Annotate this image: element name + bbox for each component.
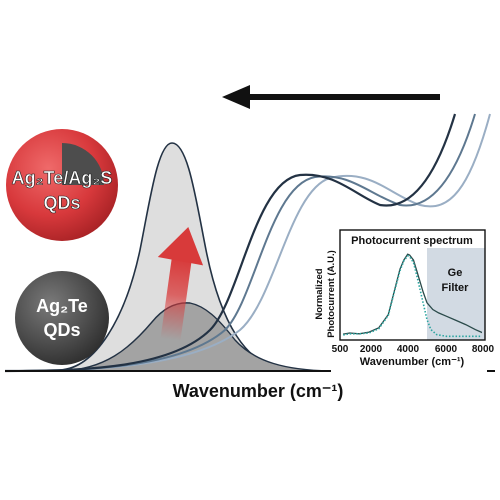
growth-arrow <box>157 226 204 342</box>
inset-title: Photocurrent spectrum <box>351 235 473 247</box>
core-label-line1: Ag₂Te <box>36 296 88 316</box>
core-shell-label-line1: Ag₂Te/Ag₂S <box>12 168 113 188</box>
inset-series-group <box>343 253 482 338</box>
inset-x-label: Wavenumber (cm⁻¹) <box>360 356 465 368</box>
inset-series-unfiltered <box>343 253 482 335</box>
small-absorption-peak <box>59 302 331 372</box>
inset-xtick-label: 4000 <box>397 344 420 355</box>
direction-arrow <box>222 85 440 109</box>
core-label-line2: QDs <box>43 320 80 340</box>
inset-xtick-label: 8000 <box>472 344 495 355</box>
ge-filter-label-line1: Ge <box>448 267 463 279</box>
spectrum-curve-dark <box>4 113 457 373</box>
inset-y-label-line1: Normalized <box>314 268 325 319</box>
ge-filter-region <box>427 248 485 340</box>
inset-xtick-label: 6000 <box>435 344 458 355</box>
ge-filter-label-line2: Filter <box>442 282 470 294</box>
core-shell-particle: Ag₂Te/Ag₂S QDs <box>6 129 118 241</box>
inset-x-ticks: 500 2000 4000 6000 8000 <box>332 344 495 355</box>
inset-series-filtered <box>343 254 482 338</box>
inset-frame <box>339 229 486 341</box>
core-particle: Ag₂Te QDs <box>15 271 109 365</box>
spectrum-curve-light <box>4 113 491 372</box>
inset-xtick-label: 2000 <box>360 344 383 355</box>
inset-xtick-label: 500 <box>332 344 349 355</box>
spectrum-curve-mid <box>4 113 476 372</box>
inset-y-label-line2: Photocurrent (A.U.) <box>326 250 337 338</box>
inset-chart: Photocurrent spectrum Ge Filter Normaliz… <box>314 226 495 374</box>
core-shell-label-line2: QDs <box>43 193 80 213</box>
x-axis-label: Wavenumber (cm⁻¹) <box>173 381 344 401</box>
